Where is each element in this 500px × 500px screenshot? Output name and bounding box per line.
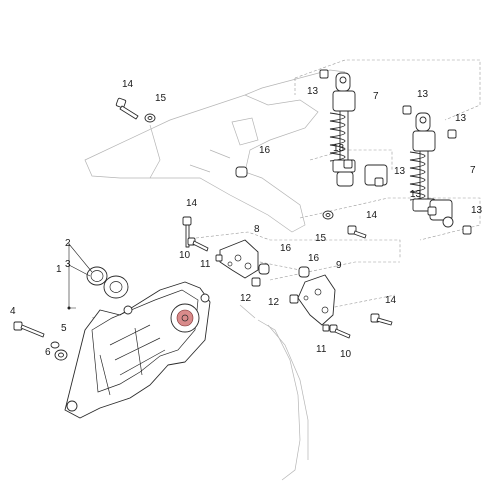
callout-14d: 14 xyxy=(385,295,397,306)
callout-10a: 10 xyxy=(179,250,191,261)
swing-arm xyxy=(64,281,211,419)
callouts: 1 2 3 4 5 6 7 7 8 9 10 10 11 11 12 12 13… xyxy=(10,79,483,360)
callout-13c: 13 xyxy=(394,166,406,177)
callout-3: 3 xyxy=(65,259,71,270)
callout-16c: 16 xyxy=(308,253,320,264)
callout-9: 9 xyxy=(336,260,342,271)
callout-8: 8 xyxy=(254,224,260,235)
washers xyxy=(50,113,334,361)
nuts-13 xyxy=(319,69,472,235)
callout-4: 4 xyxy=(10,306,16,317)
callout-15b: 15 xyxy=(315,233,327,244)
spacers-16 xyxy=(235,166,310,278)
callout-13e: 13 xyxy=(455,113,467,124)
ghost-frame-outline xyxy=(84,69,346,233)
shock-absorber-right xyxy=(409,112,454,228)
callout-10b: 10 xyxy=(340,349,352,360)
callout-7a: 7 xyxy=(373,91,379,102)
nuts-11-12 xyxy=(215,254,330,332)
bearing-set xyxy=(86,266,129,299)
callout-12a: 12 xyxy=(240,293,252,304)
callout-14b: 14 xyxy=(186,198,198,209)
callout-13a: 13 xyxy=(307,86,319,97)
callout-13f: 13 xyxy=(410,189,422,200)
callout-16b: 16 xyxy=(280,243,292,254)
callout-13b: 13 xyxy=(333,143,345,154)
callout-2: 2 xyxy=(65,238,71,249)
callout-7b: 7 xyxy=(470,165,476,176)
callout-14c: 14 xyxy=(366,210,378,221)
callout-6: 6 xyxy=(45,347,51,358)
shock-absorber-left xyxy=(329,72,388,187)
leader-lines xyxy=(67,243,93,310)
callout-13d: 13 xyxy=(417,89,429,100)
callout-11a: 11 xyxy=(200,259,211,270)
bracket-9 xyxy=(297,274,336,326)
callout-12b: 12 xyxy=(268,297,280,308)
callout-16a: 16 xyxy=(259,145,271,156)
callout-14a: 14 xyxy=(122,79,134,90)
callout-11b: 11 xyxy=(316,344,327,355)
callout-1: 1 xyxy=(56,264,62,275)
bolts xyxy=(13,97,393,339)
callout-5: 5 xyxy=(61,323,67,334)
ghost-mudguard xyxy=(239,304,309,481)
bracket-8 xyxy=(219,239,259,279)
callout-15a: 15 xyxy=(155,93,167,104)
callout-13g: 13 xyxy=(471,205,483,216)
